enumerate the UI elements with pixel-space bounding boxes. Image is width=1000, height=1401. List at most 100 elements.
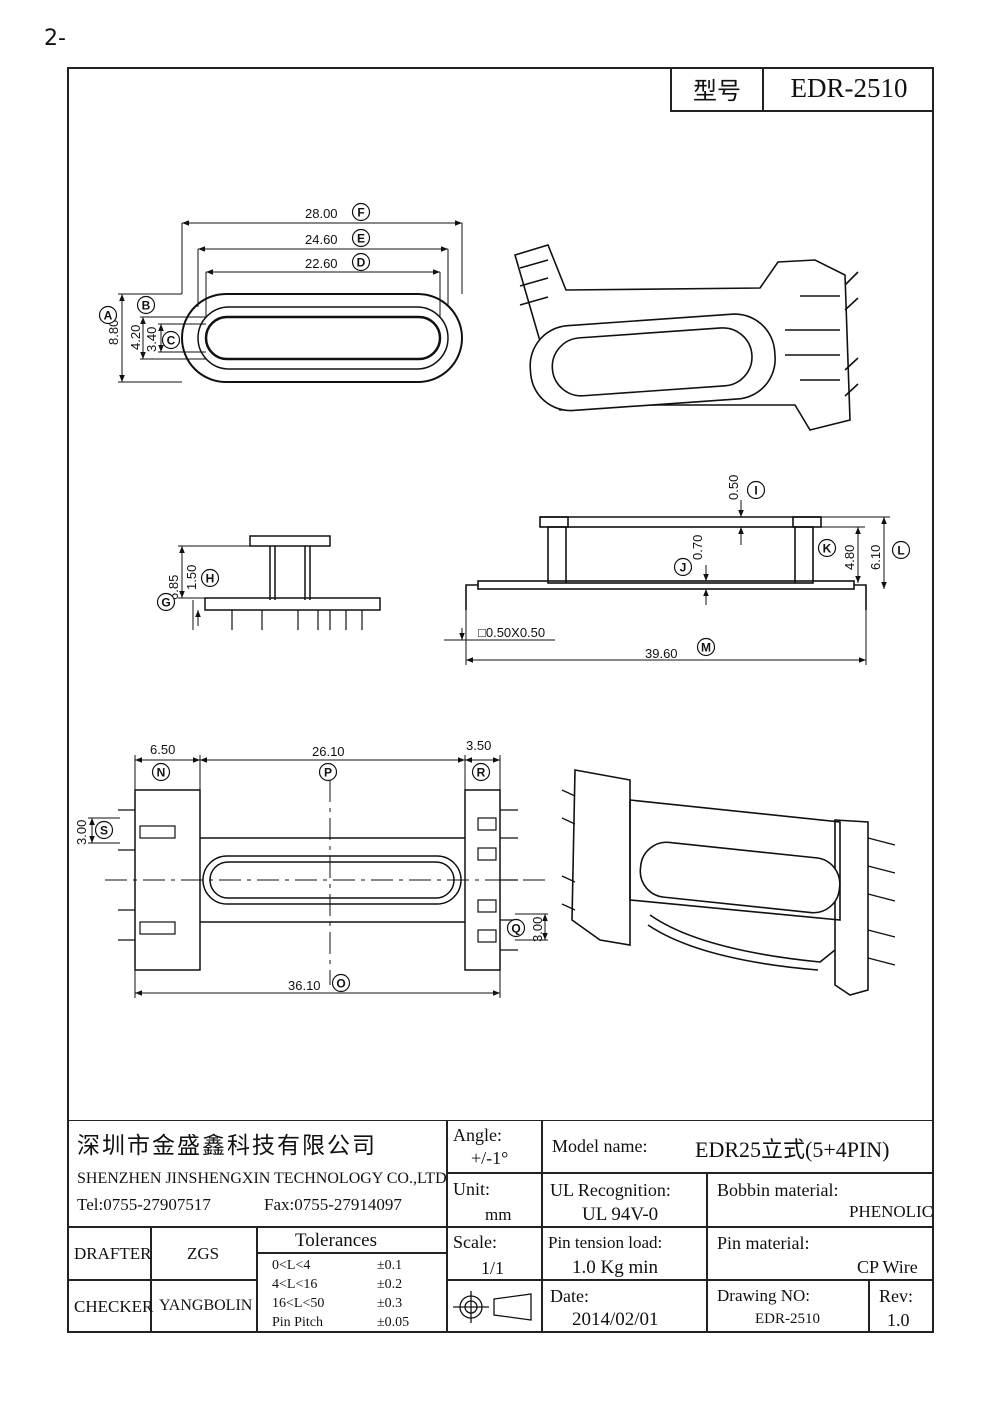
drafter-label: DRAFTER bbox=[74, 1244, 152, 1263]
pin-tension-value: 1.0 Kg min bbox=[572, 1257, 659, 1278]
side-view-small bbox=[178, 535, 381, 630]
callout-d: D bbox=[351, 252, 371, 272]
callout-o-letter: O bbox=[336, 977, 345, 991]
model-name-label: Model name: bbox=[552, 1136, 648, 1156]
tolerance-range-2: 16<L<50 bbox=[272, 1296, 325, 1311]
title-block-lines bbox=[67, 1120, 934, 1333]
callout-l-letter: L bbox=[897, 544, 904, 558]
callout-j-letter: J bbox=[680, 561, 687, 575]
dim-R-value: 3.50 bbox=[466, 738, 491, 753]
title-block: 深圳市金盛鑫科技有限公司 SHENZHEN JINSHENGXIN TECHNO… bbox=[67, 1120, 934, 1333]
bobbin-material-value: PHENOLIC bbox=[849, 1202, 934, 1221]
dim-F-value: 28.00 bbox=[305, 206, 338, 221]
tolerance-value-1: ±0.2 bbox=[377, 1277, 403, 1292]
company-tel: Tel:0755-27907517 bbox=[77, 1195, 211, 1214]
tolerances-label: Tolerances bbox=[295, 1230, 378, 1251]
pin-material-value: CP Wire bbox=[857, 1257, 918, 1277]
tolerance-range-1: 4<L<16 bbox=[272, 1277, 318, 1292]
dim-C-value: 3.40 bbox=[144, 327, 159, 352]
tolerance-value-0: ±0.1 bbox=[377, 1258, 403, 1273]
projection-symbol-icon bbox=[453, 1291, 532, 1323]
callout-p-letter: P bbox=[324, 766, 332, 780]
callout-j: J bbox=[673, 557, 693, 577]
unit-label: Unit: bbox=[453, 1179, 491, 1199]
date-value: 2014/02/01 bbox=[572, 1309, 659, 1330]
callout-m: M bbox=[696, 637, 716, 657]
top-view bbox=[118, 220, 463, 383]
company-name-cn: 深圳市金盛鑫科技有限公司 bbox=[77, 1133, 377, 1159]
rev-label: Rev: bbox=[879, 1286, 913, 1306]
callout-p: P bbox=[318, 762, 338, 782]
dimension-labels: 28.00 24.60 22.60 8.80 4.20 3.40 1.50 6.… bbox=[74, 206, 883, 993]
model-code-box: 型号 EDR-2510 bbox=[670, 67, 934, 112]
callout-a: A bbox=[98, 305, 118, 325]
dim-D-value: 22.60 bbox=[305, 256, 338, 271]
dim-M-value: 39.60 bbox=[645, 646, 678, 661]
pin-material-label: Pin material: bbox=[717, 1233, 810, 1253]
page-label: 2- bbox=[44, 26, 66, 51]
callout-b: B bbox=[136, 295, 156, 315]
checker-value: YANGBOLIN bbox=[159, 1297, 253, 1314]
callout-m-letter: M bbox=[701, 641, 711, 655]
dim-P-value: 26.10 bbox=[312, 744, 345, 759]
company-name-en: SHENZHEN JINSHENGXIN TECHNOLOGY CO.,LTD bbox=[77, 1170, 447, 1187]
dim-O-value: 36.10 bbox=[288, 978, 321, 993]
bobbin-material-label: Bobbin material: bbox=[717, 1180, 839, 1200]
isometric-view-top bbox=[514, 244, 859, 431]
callout-a-letter: A bbox=[104, 309, 113, 323]
callout-k: K bbox=[817, 538, 837, 558]
dim-E-value: 24.60 bbox=[305, 232, 338, 247]
tolerance-range-0: 0<L<4 bbox=[272, 1258, 311, 1273]
callout-o: O bbox=[331, 973, 351, 993]
bottom-view bbox=[88, 755, 550, 998]
model-code-label: 型号 bbox=[672, 67, 764, 110]
callout-n: N bbox=[151, 762, 171, 782]
callout-q-letter: Q bbox=[511, 922, 520, 936]
ul-recognition-label: UL Recognition: bbox=[550, 1180, 671, 1200]
angle-value: +/-1° bbox=[471, 1148, 509, 1168]
model-name-value: EDR25立式(5+4PIN) bbox=[695, 1137, 890, 1162]
front-view bbox=[444, 500, 890, 665]
tolerance-value-2: ±0.3 bbox=[377, 1296, 403, 1311]
callout-n-letter: N bbox=[157, 766, 166, 780]
callout-i-letter: I bbox=[754, 484, 757, 498]
callout-f: F bbox=[351, 202, 371, 222]
unit-value: mm bbox=[485, 1205, 512, 1224]
callout-l: L bbox=[891, 540, 911, 560]
callout-g: G bbox=[156, 592, 176, 612]
dim-Q-value: 3.00 bbox=[530, 917, 545, 942]
pin-tension-label: Pin tension load: bbox=[548, 1233, 663, 1252]
dim-A-value: 8.80 bbox=[106, 320, 121, 345]
dim-J-value: 0.70 bbox=[690, 535, 705, 560]
dim-L-value: 6.10 bbox=[868, 545, 883, 570]
pin-size-value: □0.50X0.50 bbox=[478, 625, 545, 640]
callout-r-letter: R bbox=[477, 766, 486, 780]
scale-value: 1/1 bbox=[481, 1258, 505, 1278]
callout-i: I bbox=[746, 480, 766, 500]
callout-q: Q bbox=[506, 918, 526, 938]
ul-recognition-value: UL 94V-0 bbox=[582, 1204, 659, 1225]
dim-B-value: 4.20 bbox=[128, 325, 143, 350]
callout-h: H bbox=[200, 568, 220, 588]
tolerance-range-3: Pin Pitch bbox=[272, 1315, 323, 1330]
callout-f-letter: F bbox=[357, 206, 364, 220]
scale-label: Scale: bbox=[453, 1232, 497, 1252]
drafter-value: ZGS bbox=[187, 1244, 220, 1263]
rev-value: 1.0 bbox=[887, 1310, 910, 1330]
tolerance-value-3: ±0.05 bbox=[377, 1315, 410, 1330]
callout-h-letter: H bbox=[206, 572, 215, 586]
checker-label: CHECKER bbox=[74, 1297, 154, 1316]
isometric-view-bottom bbox=[561, 769, 896, 996]
dim-H-value: 6.85 bbox=[166, 575, 181, 600]
drawing-no-value: EDR-2510 bbox=[755, 1311, 820, 1327]
callout-c-letter: C bbox=[167, 334, 176, 348]
dim-G-value: 1.50 bbox=[184, 565, 199, 590]
callout-s-letter: S bbox=[100, 824, 108, 838]
drawing-frame bbox=[67, 67, 934, 1333]
dim-I-value: 0.50 bbox=[726, 475, 741, 500]
dim-N-value: 6.50 bbox=[150, 742, 175, 757]
callout-k-letter: K bbox=[823, 542, 832, 556]
company-fax: Fax:0755-27914097 bbox=[264, 1195, 402, 1214]
model-code-value: EDR-2510 bbox=[790, 73, 908, 103]
